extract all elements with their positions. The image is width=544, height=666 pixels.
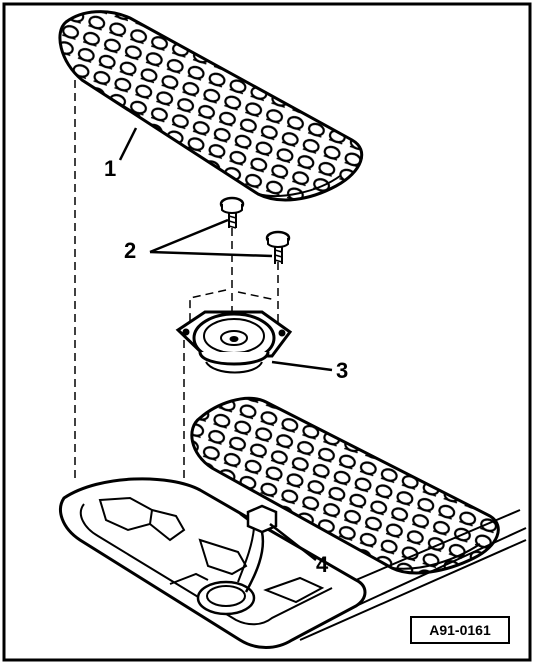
grille-cover-top — [58, 10, 364, 202]
assembly-guide-lines — [74, 80, 279, 510]
callout-1: 1 — [104, 156, 117, 181]
grille-cover-lower — [190, 396, 500, 575]
callout-3: 3 — [336, 358, 349, 383]
leader-2a — [149, 218, 229, 254]
leader-4 — [269, 523, 317, 561]
reference-code-label: A91-0161 — [410, 616, 510, 644]
callout-4: 4 — [316, 552, 329, 577]
leader-2b — [149, 250, 273, 258]
speaker-connector — [237, 504, 278, 593]
speaker-housing — [59, 477, 527, 649]
callout-2: 2 — [124, 238, 137, 263]
diagram-border — [2, 2, 532, 662]
leader-1 — [118, 127, 138, 161]
screw-lower — [265, 230, 291, 264]
leader-3 — [271, 360, 333, 372]
screw-upper — [219, 196, 245, 229]
loudspeaker — [175, 310, 293, 374]
callout-leaders — [118, 127, 333, 561]
